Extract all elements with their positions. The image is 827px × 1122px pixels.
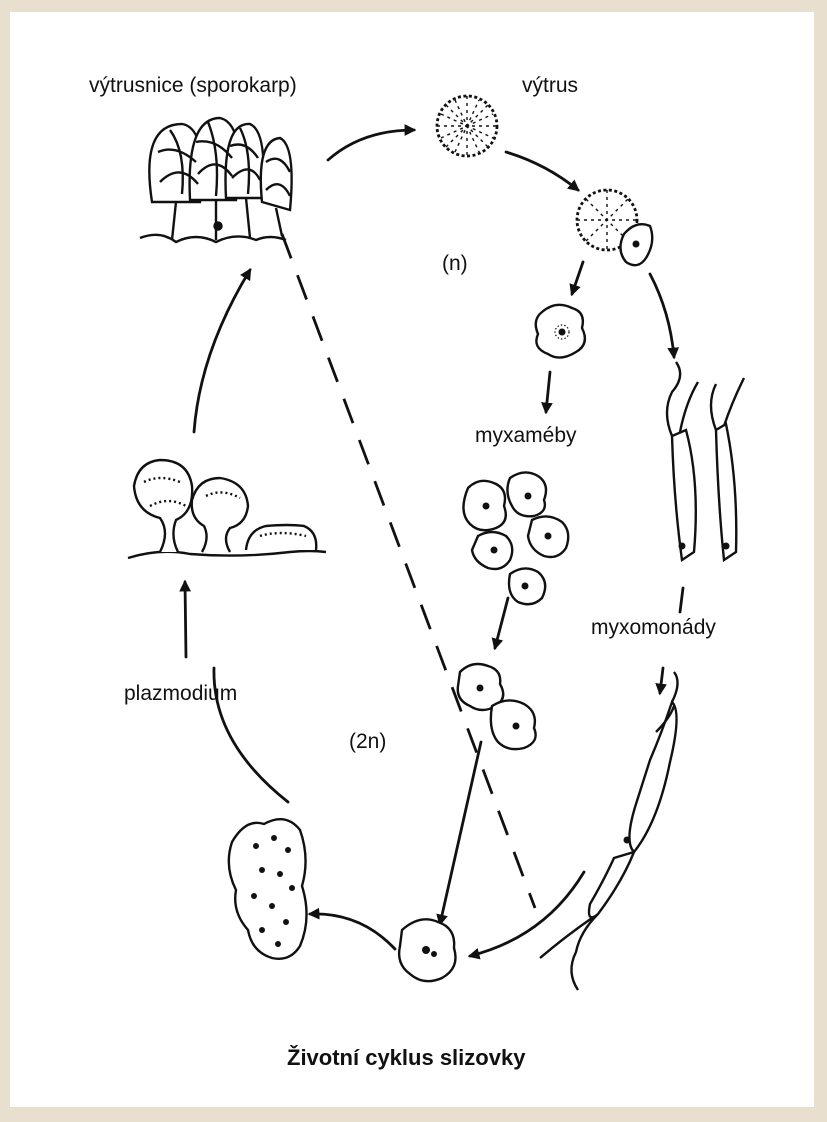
arrow-spore-to-germinating xyxy=(506,152,578,190)
arrow-myxamoeba-down xyxy=(546,372,550,412)
label-diploid: (2n) xyxy=(349,730,386,753)
life-cycle-diagram: výtrusnice (sporokarp) výtrus (n) myxamé… xyxy=(10,12,814,1107)
label-myxomonads: myxomonády xyxy=(591,616,716,639)
label-spore: výtrus xyxy=(522,74,578,97)
label-haploid: (n) xyxy=(442,252,468,275)
label-sporocarp: výtrusnice (sporokarp) xyxy=(89,74,297,97)
arrow-sporocarp-to-spore xyxy=(328,130,414,160)
arrow-myxomonads-to-pair xyxy=(660,668,663,693)
arrow-myxomonads-down xyxy=(680,588,683,612)
myxamoeba-single xyxy=(536,305,585,358)
caption: Životní cyklus slizovky xyxy=(287,1045,526,1070)
arrow-zygote-to-plasmodium xyxy=(310,914,395,949)
diagram-sheet: výtrusnice (sporokarp) výtrus (n) myxamé… xyxy=(10,12,814,1107)
myxamoebae-group xyxy=(463,472,568,604)
arrow-pair-to-zygote xyxy=(440,742,481,924)
arrow-to-fruiting xyxy=(185,582,186,657)
label-myxamoebae: myxaméby xyxy=(475,424,577,447)
arrow-to-myxamoeba xyxy=(572,262,583,294)
arrow-fusion-to-zygote xyxy=(470,872,584,956)
fusing-myxomonads-illustration xyxy=(540,672,678,990)
meiosis-dashed-line xyxy=(282,234,535,908)
arrow-to-myxomonad xyxy=(650,274,674,357)
arrow-fruiting-to-sporocarp xyxy=(194,270,250,432)
sporocarp-illustration xyxy=(140,118,292,242)
label-plasmodium: plazmodium xyxy=(124,682,237,705)
fruiting-stage-illustration xyxy=(128,460,326,558)
zygote-illustration xyxy=(399,919,455,981)
germinating-spore-illustration xyxy=(577,190,652,265)
plasmodium-illustration xyxy=(229,819,307,959)
arrow-myxamoebae-group-down xyxy=(495,598,508,648)
spore-illustration xyxy=(437,96,497,156)
myxomonads-illustration xyxy=(667,362,744,560)
